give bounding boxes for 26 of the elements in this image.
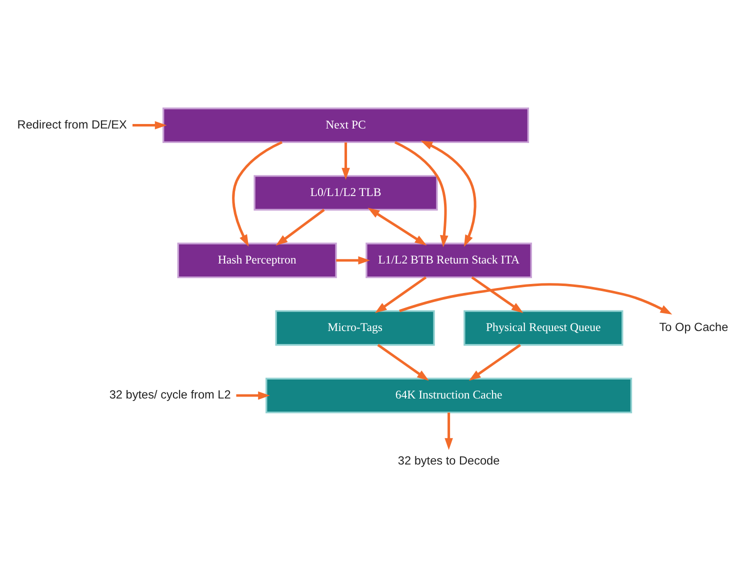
node-box: Next PC [162, 107, 530, 142]
arrow [394, 140, 448, 247]
arrow [471, 276, 524, 313]
arrow [468, 343, 521, 380]
arrow [336, 256, 370, 264]
arrow [232, 140, 283, 246]
arrow [420, 140, 476, 246]
node-text: To Op Cache [659, 320, 728, 334]
node-box: Micro-Tags [275, 310, 435, 346]
arrow [132, 120, 167, 129]
node-box: Physical Request Queue [464, 310, 624, 346]
arrow [236, 390, 270, 400]
node-box: Hash Perceptron [177, 242, 337, 278]
node-text: 32 bytes/ cycle from L2 [109, 387, 231, 402]
arrow [368, 207, 427, 245]
arrow [377, 343, 429, 380]
arrow [399, 282, 672, 314]
arrow [374, 276, 427, 313]
node-box: L1/L2 BTB Return Stack ITA [366, 242, 532, 278]
node-text: Redirect from DE/EX [17, 116, 127, 131]
node-text: 32 bytes to Decode [398, 453, 500, 468]
node-box: 64K Instruction Cache [266, 377, 632, 413]
arrow [276, 208, 325, 246]
arrow [342, 142, 350, 180]
node-box: L0/L1/L2 TLB [254, 174, 438, 210]
arrow [444, 412, 453, 450]
